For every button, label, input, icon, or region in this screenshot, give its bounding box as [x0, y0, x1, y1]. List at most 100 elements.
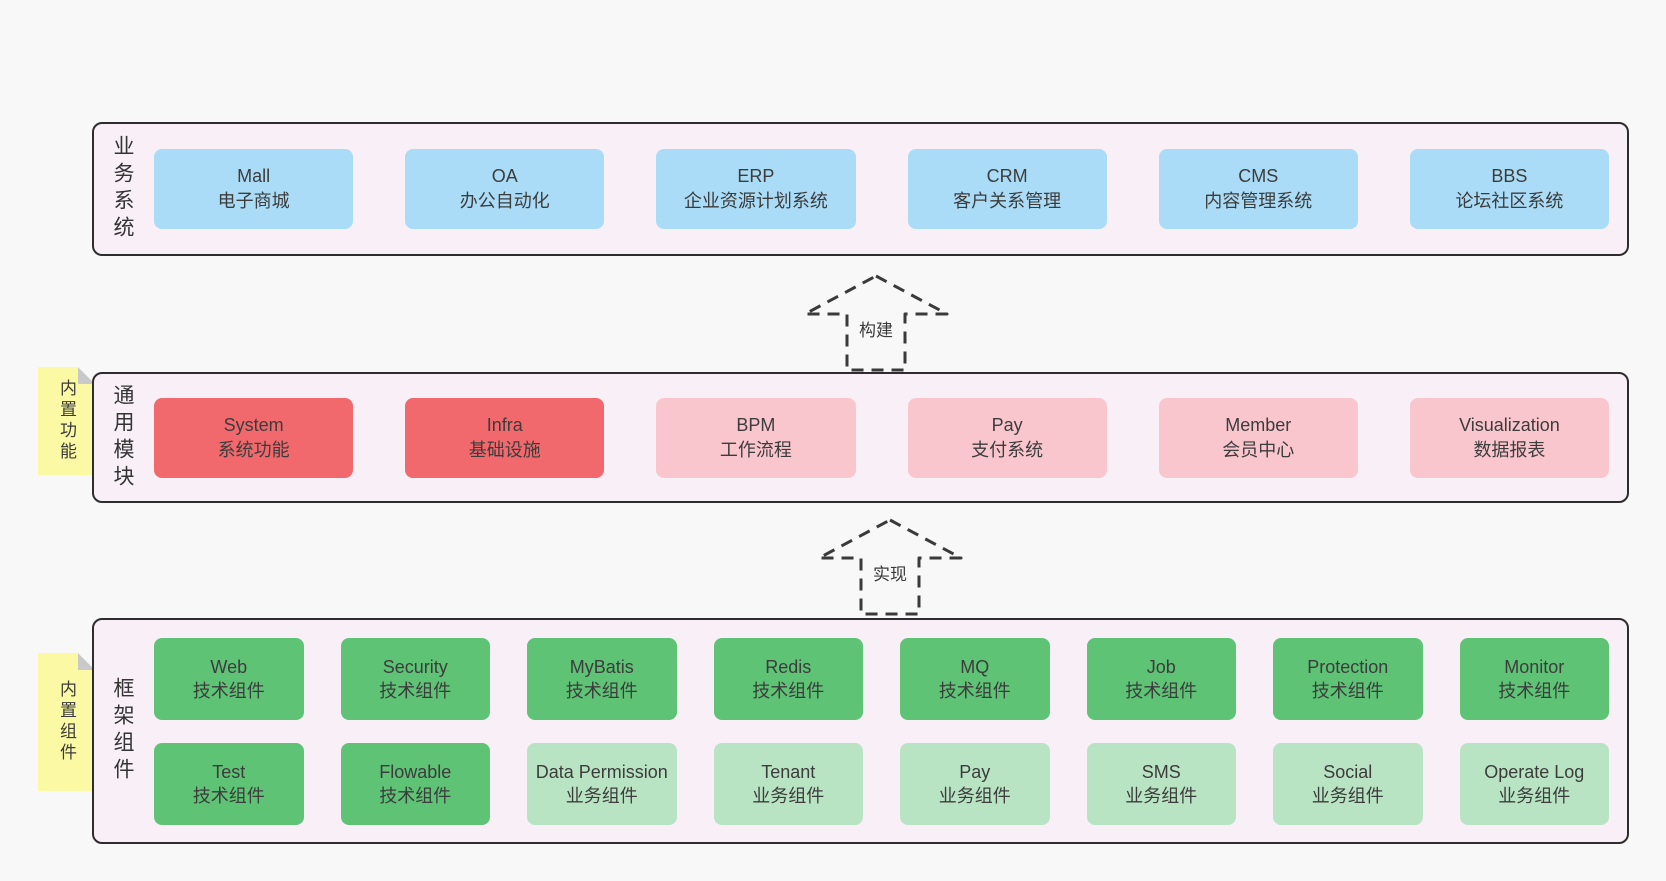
component-desc: 业务组件: [938, 785, 1011, 806]
component-name: BBS: [1491, 166, 1528, 186]
tier-label: 通用模块: [111, 383, 134, 492]
tier-rows: Mall 电子商城 OA 办公自动化 ERP 企业资源计划系统 CRM 客户关系管理 CMS 内容…: [154, 124, 1610, 254]
component-name: BPM: [736, 414, 776, 435]
component-desc: 数据报表: [1473, 439, 1546, 460]
component-box-data-permission: Data Permission 业务组件: [527, 742, 677, 825]
up-arrow-icon: [817, 518, 963, 616]
sticky-note-built-in-features: 内置功能: [38, 367, 95, 475]
component-name: Mall: [237, 166, 271, 186]
component-box-test: Test 技术组件: [154, 742, 304, 825]
component-name: CRM: [986, 166, 1028, 186]
component-desc: 内容管理系统: [1204, 191, 1313, 211]
component-name: OA: [491, 166, 518, 186]
component-name: Infra: [486, 414, 523, 435]
component-desc: 技术组件: [938, 680, 1011, 701]
component-box-bpm: BPM 工作流程: [656, 397, 856, 478]
component-name: MQ: [960, 656, 990, 677]
component-name: Flowable: [379, 761, 452, 782]
component-box-pay: Pay 业务组件: [900, 742, 1050, 825]
component-desc: 技术组件: [379, 680, 452, 701]
dashed-up-arrow-implement: 实现: [815, 517, 965, 617]
component-box-mybatis: MyBatis 技术组件: [527, 637, 677, 720]
component-box-operate-log: Operate Log 业务组件: [1459, 742, 1609, 825]
component-desc: 工作流程: [719, 439, 792, 460]
component-desc: 基础设施: [468, 439, 541, 460]
component-box-member: Member 会员中心: [1158, 397, 1358, 478]
component-desc: 技术组件: [1311, 680, 1384, 701]
component-box-oa: OA 办公自动化: [405, 149, 605, 229]
component-desc: 技术组件: [1498, 680, 1571, 701]
sticky-note-text: 内置功能: [57, 379, 76, 463]
component-desc: 业务组件: [1125, 785, 1198, 806]
component-desc: 会员中心: [1222, 439, 1295, 460]
component-name: Redis: [765, 656, 812, 677]
component-desc: 企业资源计划系统: [683, 191, 828, 211]
component-box-redis: Redis 技术组件: [713, 637, 863, 720]
component-name: System: [223, 414, 284, 435]
component-desc: 电子商城: [217, 191, 290, 211]
arrow-label: 实现: [870, 559, 910, 586]
component-name: Tenant: [761, 761, 816, 782]
component-box-bbs: BBS 论坛社区系统: [1409, 149, 1610, 229]
component-name: Job: [1146, 656, 1176, 677]
component-name: Data Permission: [535, 761, 668, 782]
component-box-cms: CMS 内容管理系统: [1158, 149, 1358, 229]
component-desc: 客户关系管理: [953, 191, 1062, 211]
component-box-pay: Pay 支付系统: [907, 397, 1107, 478]
component-box-tenant: Tenant 业务组件: [713, 742, 863, 825]
component-name: CMS: [1238, 166, 1279, 186]
up-arrow-icon: [803, 274, 949, 372]
tier-label: 业务系统: [111, 135, 134, 243]
component-name: Security: [382, 656, 448, 677]
component-name: Monitor: [1504, 656, 1565, 677]
component-name: Web: [210, 656, 248, 677]
component-name: Visualization: [1459, 414, 1560, 435]
component-name: Member: [1225, 414, 1292, 435]
component-box-flowable: Flowable 技术组件: [340, 742, 490, 825]
component-name: SMS: [1141, 761, 1181, 782]
component-name: Test: [212, 761, 246, 782]
component-desc: 技术组件: [752, 680, 825, 701]
component-name: MyBatis: [569, 656, 634, 677]
component-desc: 技术组件: [1125, 680, 1198, 701]
component-row: Mall 电子商城 OA 办公自动化 ERP 企业资源计划系统 CRM 客户关系管理 CMS 内容…: [154, 149, 1610, 229]
component-desc: 业务组件: [1311, 785, 1384, 806]
tier-label: 框架组件: [111, 677, 134, 785]
arrow-label: 构建: [856, 315, 896, 342]
dashed-up-arrow-build: 构建: [801, 273, 951, 373]
component-desc: 技术组件: [192, 680, 265, 701]
component-box-visualization: Visualization 数据报表: [1409, 397, 1610, 478]
component-box-job: Job 技术组件: [1086, 637, 1236, 720]
component-desc: 业务组件: [565, 785, 638, 806]
component-box-protection: Protection 技术组件: [1273, 637, 1423, 720]
component-desc: 论坛社区系统: [1455, 191, 1564, 211]
component-name: Pay: [991, 414, 1023, 435]
component-desc: 业务组件: [752, 785, 825, 806]
component-desc: 业务组件: [1498, 785, 1571, 806]
component-box-web: Web 技术组件: [154, 637, 304, 720]
component-desc: 技术组件: [192, 785, 265, 806]
component-box-sms: SMS 业务组件: [1086, 742, 1236, 825]
component-box-infra: Infra 基础设施: [405, 397, 605, 478]
component-name: ERP: [737, 166, 775, 186]
component-box-erp: ERP 企业资源计划系统: [656, 149, 856, 229]
component-box-mall: Mall 电子商城: [154, 149, 354, 229]
component-desc: 办公自动化: [459, 191, 550, 211]
component-desc: 技术组件: [379, 785, 452, 806]
component-desc: 技术组件: [565, 680, 638, 701]
component-name: Protection: [1307, 656, 1389, 677]
component-name: Operate Log: [1484, 761, 1585, 782]
component-name: Pay: [959, 761, 991, 782]
component-desc: 支付系统: [971, 439, 1044, 460]
sticky-note-built-in-components: 内置组件: [38, 653, 95, 791]
tier-business-systems: 业务系统 Mall 电子商城 OA 办公自动化 ERP 企业资源计划系统 CRM 客户关系管理…: [92, 122, 1629, 256]
